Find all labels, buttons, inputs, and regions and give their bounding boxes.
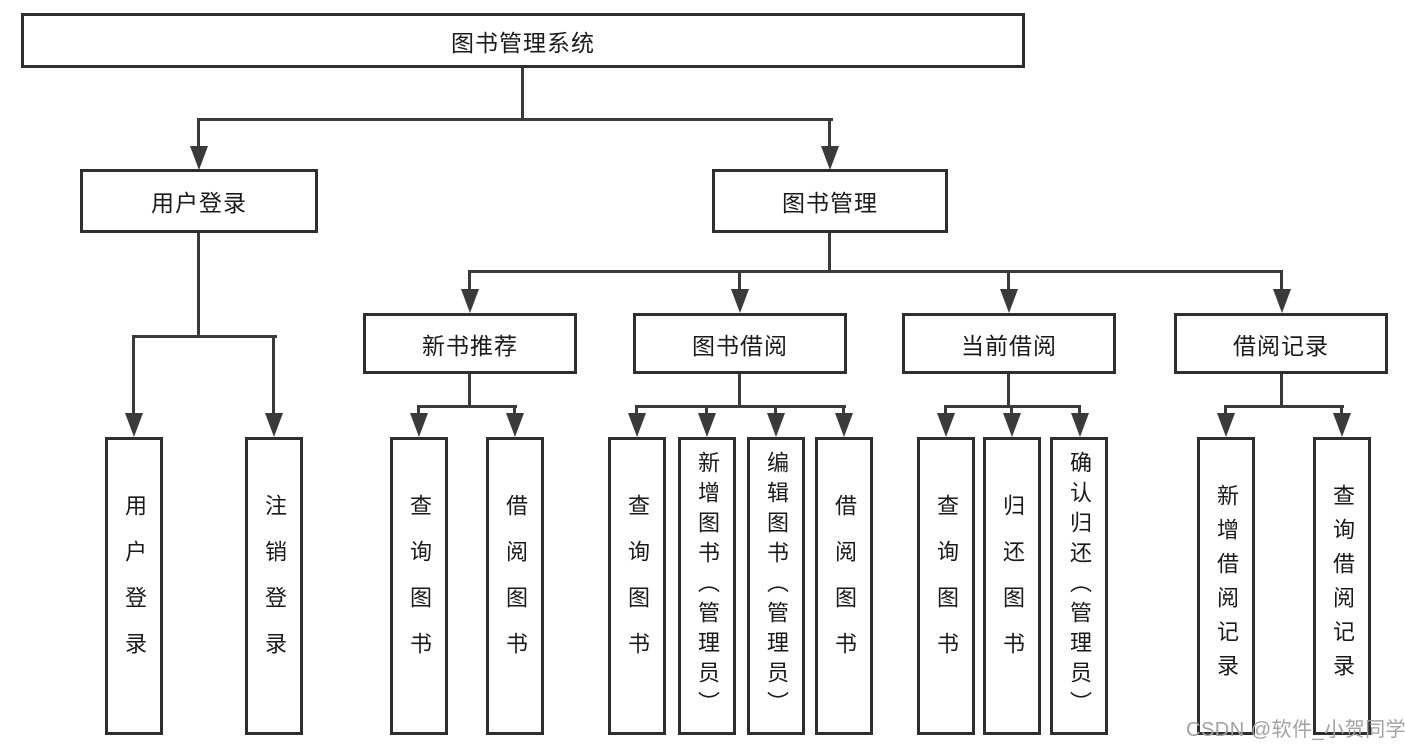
connector-line [738,374,741,407]
arrowhead-down-icon [628,413,646,437]
node-label: 图书借阅 [692,332,788,359]
arrowhead-down-icon [1217,413,1235,437]
leaf-borrow-books-recommend: 借阅图书 [486,437,544,735]
node-book-borrowing: 图书借阅 [633,313,847,374]
connector-line [1340,405,1343,419]
connector-line [842,405,845,419]
connector-rail [468,270,1283,273]
node-label: 查询图书 [934,494,959,678]
connector-line [828,118,831,152]
node-label: 借阅图书 [832,494,857,678]
arrowhead-down-icon [265,413,283,437]
connector-line [272,335,275,417]
node-label: 用户登录 [151,190,247,216]
node-label: 用户登录 [122,494,147,678]
arrowhead-down-icon [410,413,428,437]
connector-line [1224,405,1227,419]
arrowhead-down-icon [937,413,955,437]
leaf-logout: 注销登录 [245,437,303,735]
arrowhead-down-icon [1000,289,1018,313]
node-label: 归还图书 [1000,494,1025,678]
arrowhead-down-icon [821,146,839,170]
arrowhead-down-icon [1003,413,1021,437]
node-user-login: 用户登录 [80,169,318,233]
leaf-add-book-admin: 新增图书（管理员） [678,437,736,735]
arrowhead-down-icon [731,289,749,313]
arrowhead-down-icon [190,146,208,170]
arrowhead-down-icon [1071,413,1089,437]
arrowhead-down-icon [461,289,479,313]
arrowhead-down-icon [506,413,524,437]
arrowhead-down-icon [835,413,853,437]
arrowhead-down-icon [1273,289,1291,313]
leaf-borrow-books-borrowing: 借阅图书 [815,437,873,735]
connector-rail [1224,405,1344,408]
connector-line [468,374,471,407]
connector-line [417,405,420,419]
connector-line [1280,374,1283,407]
connector-line [468,270,471,292]
connector-rail [197,118,833,121]
node-library-system: 图书管理系统 [21,13,1025,68]
node-label: 确认归还（管理员） [1067,451,1092,721]
node-borrowing-records: 借阅记录 [1174,313,1388,374]
leaf-confirm-return-admin: 确认归还（管理员） [1050,437,1108,735]
connector-line [521,68,524,120]
connector-line [1007,374,1010,407]
node-label: 查询图书 [625,494,650,678]
connector-line [635,405,638,419]
connector-line [1007,270,1010,292]
leaf-query-books-borrowing: 查询图书 [608,437,666,735]
connector-line [197,233,200,335]
leaf-query-books-recommend: 查询图书 [390,437,448,735]
leaf-edit-book-admin: 编辑图书（管理员） [747,437,805,735]
node-label: 编辑图书（管理员） [764,451,789,721]
node-current-borrowing: 当前借阅 [902,313,1116,374]
connector-line [774,405,777,419]
arrowhead-down-icon [1333,413,1351,437]
node-label: 查询借阅记录 [1330,484,1355,688]
connector-rail [417,405,517,408]
connector-rail [635,405,846,408]
connector-line [1280,270,1283,292]
node-label: 借阅图书 [503,494,528,678]
csdn-watermark: CSDN @软件_小贺同学 [1186,719,1405,741]
arrowhead-down-icon [767,413,785,437]
connector-line [944,405,947,419]
node-label: 图书管理系统 [451,29,595,56]
leaf-query-books-current: 查询图书 [917,437,975,735]
node-label: 新书推荐 [422,332,518,359]
connector-line [132,335,135,417]
connector-line [1010,405,1013,419]
arrowhead-down-icon [698,413,716,437]
leaf-query-borrow-record: 查询借阅记录 [1313,437,1371,735]
node-label: 图书管理 [782,190,878,216]
node-label: 新增借阅记录 [1214,484,1239,688]
leaf-add-borrow-record: 新增借阅记录 [1197,437,1255,735]
node-label: 新增图书（管理员） [695,451,720,721]
connector-line [828,233,831,272]
connector-line [197,118,200,152]
node-book-management: 图书管理 [712,169,948,233]
node-new-book-recommend: 新书推荐 [363,313,577,374]
connector-line [513,405,516,419]
node-label: 注销登录 [262,494,287,678]
connector-rail [132,335,277,338]
connector-line [1078,405,1081,419]
node-label: 借阅记录 [1233,332,1329,359]
node-label: 当前借阅 [961,332,1057,359]
connector-line [705,405,708,419]
arrowhead-down-icon [125,413,143,437]
node-label: 查询图书 [407,494,432,678]
leaf-user-login: 用户登录 [105,437,163,735]
connector-line [738,270,741,292]
leaf-return-books: 归还图书 [983,437,1041,735]
